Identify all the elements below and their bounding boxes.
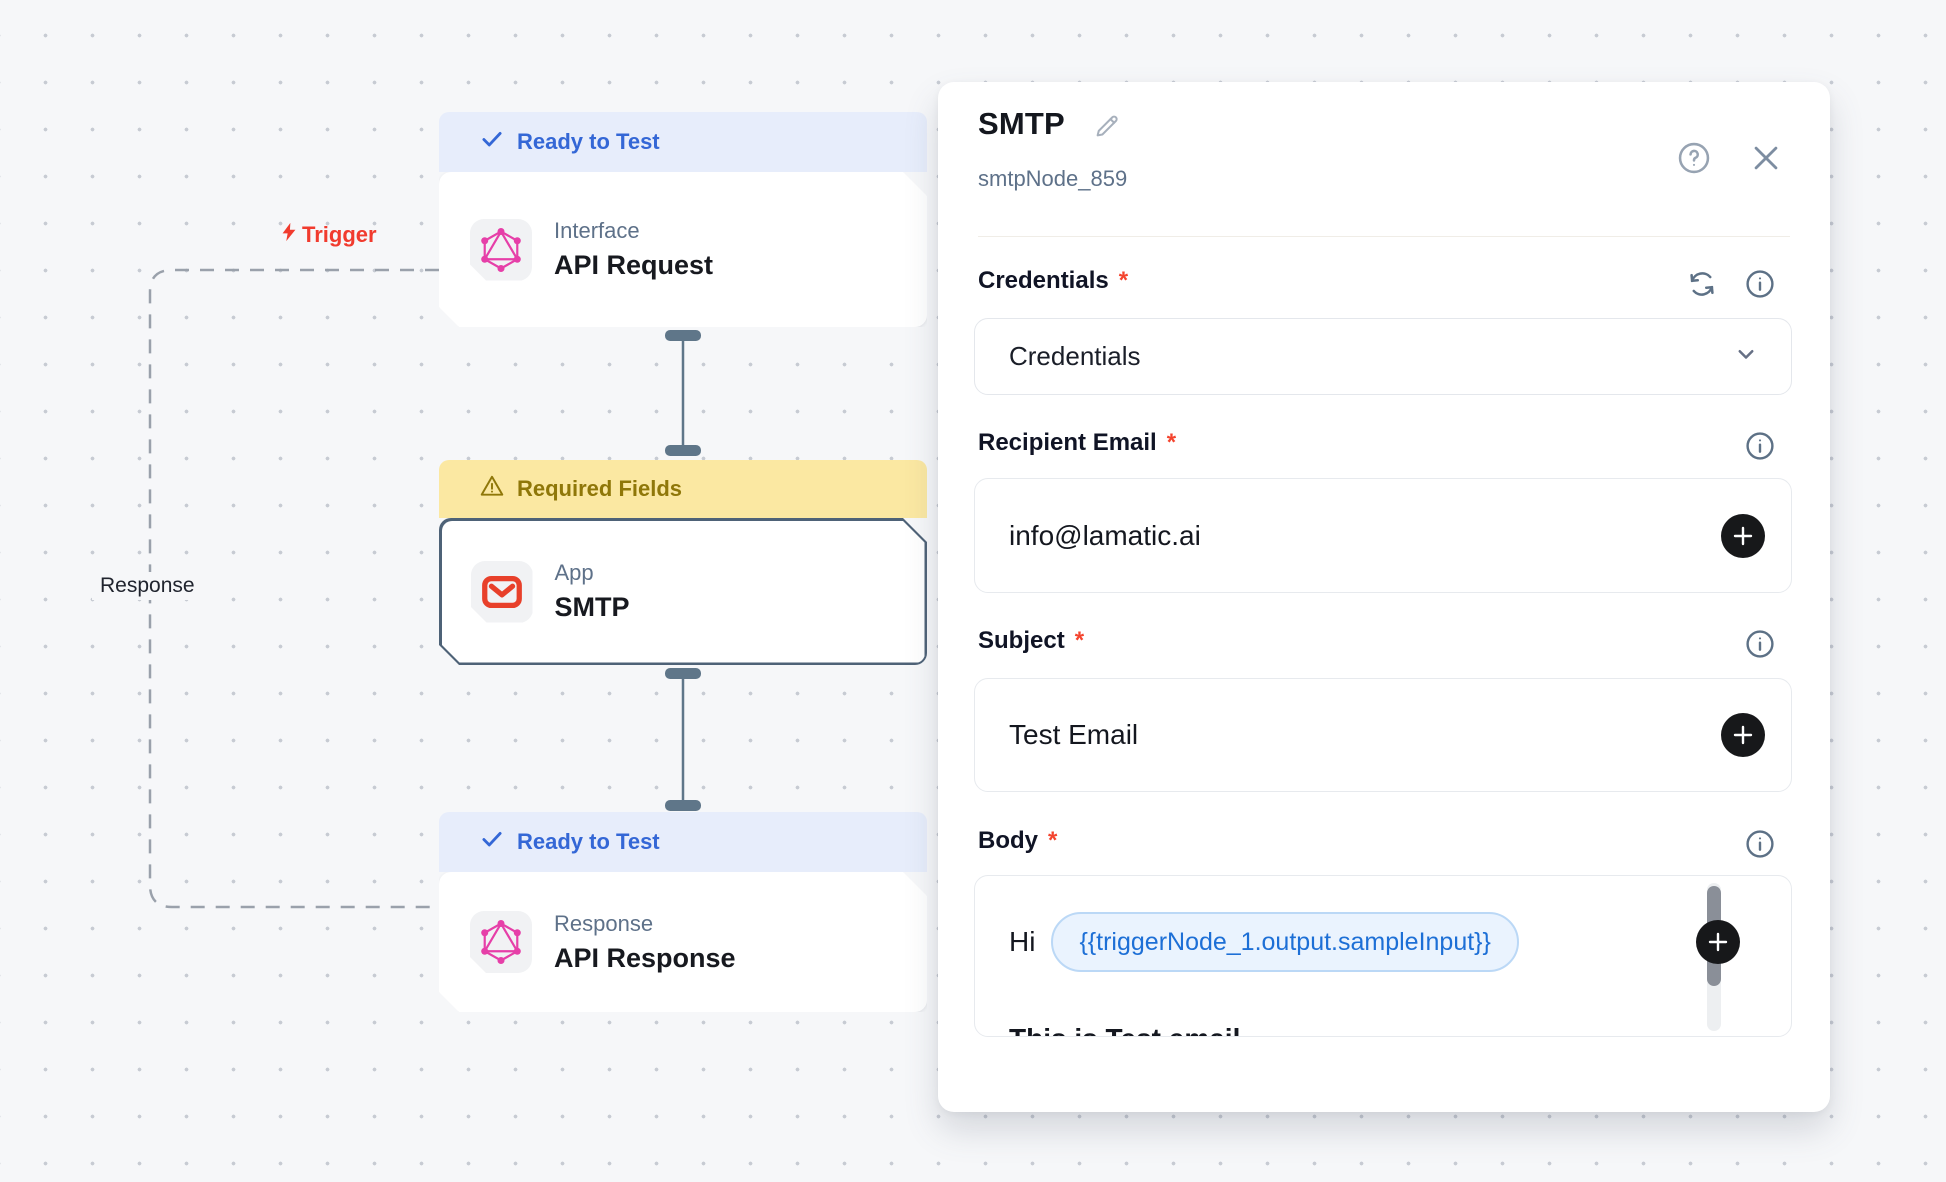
node-category: Interface	[554, 218, 640, 243]
divider	[978, 236, 1790, 237]
recipient-email-input[interactable]: info@lamatic.ai	[974, 478, 1792, 593]
handle-pill	[665, 445, 701, 456]
handle-pill	[665, 330, 701, 341]
panel-title: SMTP	[978, 106, 1065, 141]
check-icon	[479, 826, 505, 858]
node-id: smtpNode_859	[978, 166, 1128, 191]
trigger-edge-label-text: Trigger	[302, 222, 377, 247]
body-editor[interactable]: Hi {{triggerNode_1.output.sampleInput}} …	[974, 875, 1792, 1037]
recipient-email-label: Recipient Email	[978, 429, 1157, 456]
node-config-panel: SMTP smtpNode_859 Credentials *	[938, 82, 1830, 1112]
body-label: Body	[978, 827, 1038, 854]
response-edge-label: Response	[92, 572, 203, 600]
node-title: SMTP	[554, 592, 630, 622]
credentials-select[interactable]: Credentials	[974, 318, 1792, 395]
handle-pill	[665, 668, 701, 679]
close-icon[interactable]	[1746, 138, 1786, 178]
node-status-badge-ready: Ready to Test	[439, 812, 927, 872]
subject-input[interactable]: Test Email	[974, 678, 1792, 792]
graphql-icon	[470, 911, 532, 973]
node-title: API Response	[554, 942, 736, 973]
credentials-select-value: Credentials	[1009, 341, 1141, 371]
recipient-email-value: info@lamatic.ai	[1009, 519, 1201, 551]
required-marker: *	[1118, 267, 1129, 294]
node-title: API Request	[554, 250, 714, 280]
node-smtp[interactable]: App SMTP	[439, 518, 927, 665]
email-icon	[471, 561, 533, 623]
handle-pill	[665, 800, 701, 811]
trigger-edge-label: Trigger	[278, 219, 377, 251]
check-icon	[479, 126, 505, 158]
badge-label: Ready to Test	[517, 129, 660, 154]
required-marker: *	[1074, 627, 1085, 654]
template-variable-pill[interactable]: {{triggerNode_1.output.sampleInput}}	[1051, 912, 1519, 972]
graphql-icon	[470, 219, 532, 281]
body-text: Hi	[1009, 926, 1036, 957]
node-api-request[interactable]: Interface API Request	[439, 172, 927, 327]
info-icon[interactable]	[1744, 268, 1776, 305]
refresh-icon[interactable]	[1686, 268, 1718, 305]
info-icon[interactable]	[1744, 430, 1776, 467]
node-status-badge-ready: Ready to Test	[439, 112, 927, 172]
info-icon[interactable]	[1744, 628, 1776, 665]
node-status-badge-warning: Required Fields	[439, 460, 927, 518]
edit-pencil-icon[interactable]	[1087, 106, 1127, 146]
chevron-down-icon	[1731, 339, 1761, 374]
node-category: App	[554, 560, 594, 585]
add-variable-button[interactable]	[1721, 713, 1765, 757]
node-category: Response	[554, 910, 654, 936]
add-variable-button[interactable]	[1721, 513, 1765, 558]
warning-icon	[479, 473, 505, 505]
badge-label: Ready to Test	[517, 829, 660, 854]
subject-label: Subject	[978, 627, 1065, 654]
add-variable-button[interactable]	[1696, 920, 1740, 964]
required-marker: *	[1166, 429, 1177, 456]
lightning-icon	[278, 219, 300, 251]
required-marker: *	[1048, 827, 1058, 854]
badge-label: Required Fields	[517, 476, 683, 501]
node-api-response[interactable]: Response API Response	[439, 872, 927, 1012]
help-icon[interactable]	[1674, 138, 1714, 178]
credentials-label: Credentials	[978, 267, 1109, 294]
body-text-line2: This is Test email	[1009, 1023, 1240, 1036]
subject-value: Test Email	[1009, 719, 1139, 750]
info-icon[interactable]	[1744, 828, 1776, 865]
